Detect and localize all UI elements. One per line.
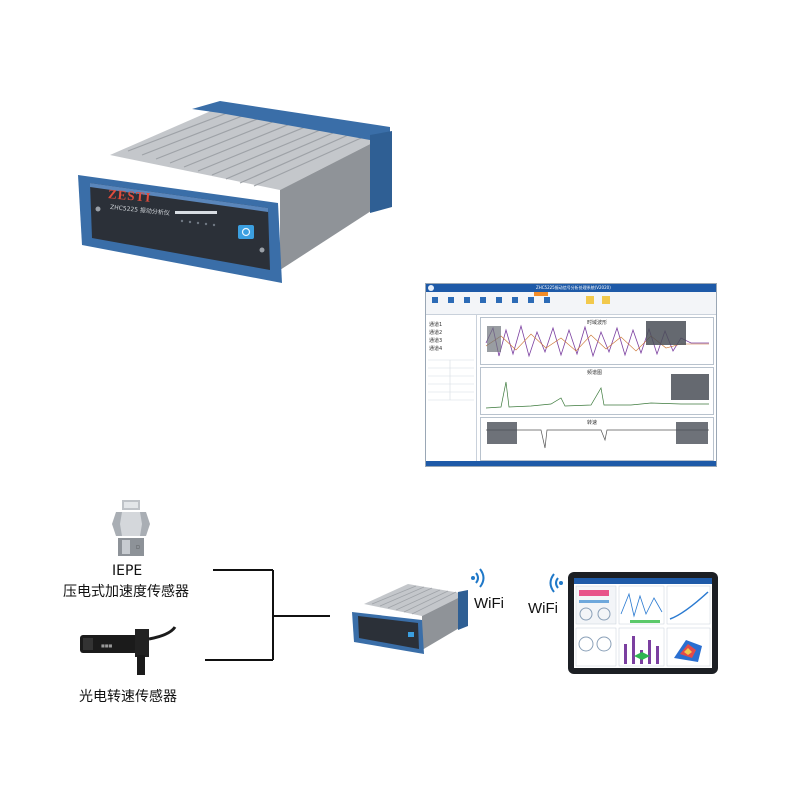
optical-sensor-icon: ■■■ — [80, 626, 177, 675]
wifi-signal-icon-right — [549, 573, 563, 593]
software-title: ZHC5225振动信号分析处理系统(V2020) — [536, 285, 611, 290]
chart-panel-1-waveform — [485, 321, 709, 358]
sidebar-item-2[interactable]: 通道2 — [429, 330, 443, 336]
iepe-sensor-image: □ — [110, 500, 152, 560]
sidebar-item-4[interactable]: 通道4 — [429, 346, 443, 352]
chart-panel-1: 时域波形 — [480, 317, 714, 365]
software-toolbar — [426, 292, 716, 315]
analyzer-device-illustration — [78, 101, 392, 283]
wifi-right-icon — [540, 570, 564, 596]
tablet-dashboard-charts — [575, 585, 711, 667]
wifi-left-label: WiFi — [474, 595, 504, 612]
software-logo-icon — [428, 285, 434, 291]
chart-panel-2: 频谱图 — [480, 367, 714, 415]
toolbar-icons — [432, 292, 610, 304]
analyzer-device-small — [350, 580, 470, 660]
chart-panel-3-title: 转速 — [587, 420, 598, 426]
optical-sensor-image: ■■■ — [75, 625, 185, 675]
analyzer-device-large: ZESTI ZHC5225 振动分析仪 — [70, 95, 400, 295]
software-screenshot: ZHC5225振动信号分析处理系统(V2020) 通道1 通道2 通道3 通道4 — [425, 283, 717, 467]
chart-panel-1-title: 时域波形 — [587, 320, 608, 326]
wifi-right-label: WiFi — [528, 600, 558, 617]
chart-panel-3-rpm — [486, 422, 709, 449]
software-status-bar — [426, 461, 716, 466]
optical-sensor-label: 光电转速传感器 — [79, 689, 177, 705]
sidebar-item-1[interactable]: 通道1 — [429, 322, 443, 328]
wifi-signal-icon — [471, 568, 485, 588]
sidebar-item-3[interactable]: 通道3 — [429, 338, 443, 344]
iepe-sensor-icon: □ — [112, 500, 150, 556]
chart-panel-2-title: 频谱图 — [587, 370, 603, 376]
tablet-screen-topbar — [574, 578, 712, 584]
svg-text:□: □ — [136, 544, 140, 549]
iepe-label-line1: IEPE — [112, 563, 143, 579]
svg-text:■■■: ■■■ — [101, 643, 113, 648]
chart-panel-3: 转速 — [480, 417, 714, 461]
software-title-bar: ZHC5225振动信号分析处理系统(V2020) — [426, 284, 716, 292]
chart-panel-2-spectrum — [485, 374, 709, 409]
tablet-screen — [574, 578, 712, 668]
wifi-left-icon — [470, 565, 494, 591]
tablet-device — [568, 572, 718, 674]
software-sidebar: 通道1 通道2 通道3 通道4 — [426, 315, 477, 466]
analyzer-device-small-illustration — [352, 584, 468, 654]
iepe-label-line2: 压电式加速度传感器 — [63, 584, 189, 600]
sidebar-property-grid — [428, 359, 474, 401]
